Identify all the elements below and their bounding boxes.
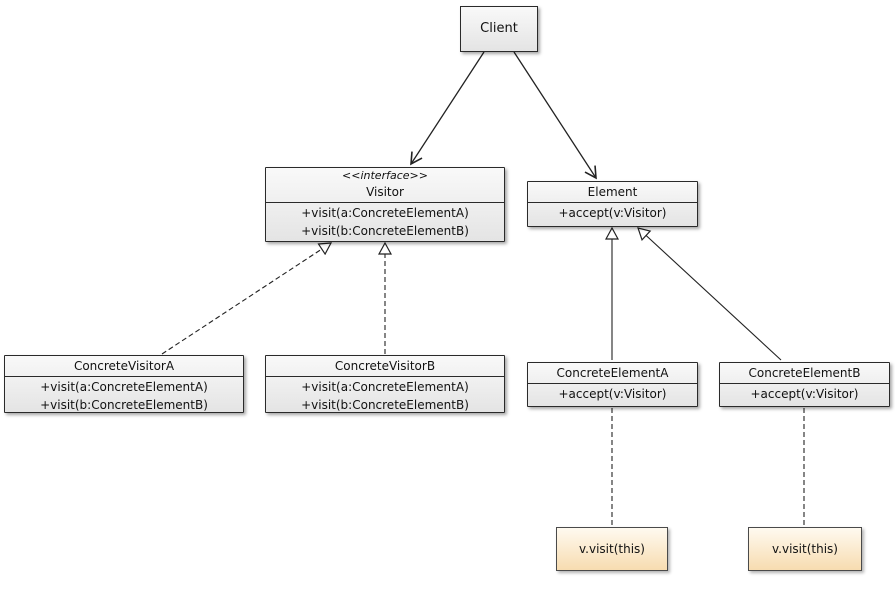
- concrete-visitor-a-operations: +visit(a:ConcreteElementA) +visit(b:Conc…: [5, 376, 243, 416]
- visitor-op: +visit(a:ConcreteElementA): [301, 206, 469, 220]
- client-to-visitor-arrow: [410, 51, 485, 166]
- concrete-visitor-a-name: ConcreteVisitorA: [73, 359, 175, 373]
- concrete-element-b-op: +accept(v:Visitor): [750, 387, 859, 401]
- concrete-element-a-op: +accept(v:Visitor): [558, 387, 667, 401]
- concrete-element-a-box[interactable]: ConcreteElementA +accept(v:Visitor): [527, 362, 698, 407]
- concrete-visitor-a-box[interactable]: ConcreteVisitorA +visit(a:ConcreteElemen…: [4, 355, 244, 413]
- concrete-visitor-b-op: +visit(a:ConcreteElementA): [301, 380, 469, 394]
- note-b-text: v.visit(this): [772, 542, 838, 556]
- concrete-element-a-header: ConcreteElementA: [528, 363, 697, 383]
- concrete-element-b-header: ConcreteElementB: [720, 363, 889, 383]
- note-b[interactable]: v.visit(this): [748, 527, 862, 571]
- element-header: Element: [528, 182, 697, 202]
- concrete-visitor-b-operations: +visit(a:ConcreteElementA) +visit(b:Conc…: [266, 376, 504, 416]
- element-operations: +accept(v:Visitor): [528, 202, 697, 224]
- visitor-interface-box[interactable]: <<interface>> Visitor +visit(a:ConcreteE…: [265, 167, 505, 242]
- element-b-generalization: [638, 228, 782, 361]
- visitor-stereotype: <<interface>>: [342, 169, 428, 182]
- element-op: +accept(v:Visitor): [558, 206, 667, 220]
- note-a-text: v.visit(this): [579, 542, 645, 556]
- visitor-op: +visit(b:ConcreteElementB): [301, 224, 469, 238]
- client-to-element-arrow: [513, 51, 597, 180]
- element-box[interactable]: Element +accept(v:Visitor): [527, 181, 698, 227]
- concrete-visitor-b-op: +visit(b:ConcreteElementB): [301, 398, 469, 412]
- concrete-visitor-b-box[interactable]: ConcreteVisitorB +visit(a:ConcreteElemen…: [265, 355, 505, 413]
- concrete-element-b-box[interactable]: ConcreteElementB +accept(v:Visitor): [719, 362, 890, 407]
- concrete-visitor-a-op: +visit(a:ConcreteElementA): [40, 380, 208, 394]
- client-label: Client: [480, 21, 518, 36]
- client-box[interactable]: Client: [460, 6, 538, 52]
- concrete-element-b-operations: +accept(v:Visitor): [720, 383, 889, 405]
- visitor-name: Visitor: [366, 185, 404, 199]
- concrete-element-b-name: ConcreteElementB: [748, 366, 861, 380]
- visitor-a-realization: [161, 243, 331, 355]
- concrete-visitor-b-name: ConcreteVisitorB: [334, 359, 436, 373]
- concrete-visitor-b-header: ConcreteVisitorB: [266, 356, 504, 376]
- concrete-element-a-name: ConcreteElementA: [556, 366, 669, 380]
- visitor-header: <<interface>> Visitor: [266, 168, 504, 202]
- concrete-visitor-a-op: +visit(b:ConcreteElementB): [40, 398, 208, 412]
- note-a[interactable]: v.visit(this): [556, 527, 668, 571]
- concrete-element-a-operations: +accept(v:Visitor): [528, 383, 697, 405]
- visitor-operations: +visit(a:ConcreteElementA) +visit(b:Conc…: [266, 202, 504, 242]
- element-name: Element: [587, 185, 638, 199]
- concrete-visitor-a-header: ConcreteVisitorA: [5, 356, 243, 376]
